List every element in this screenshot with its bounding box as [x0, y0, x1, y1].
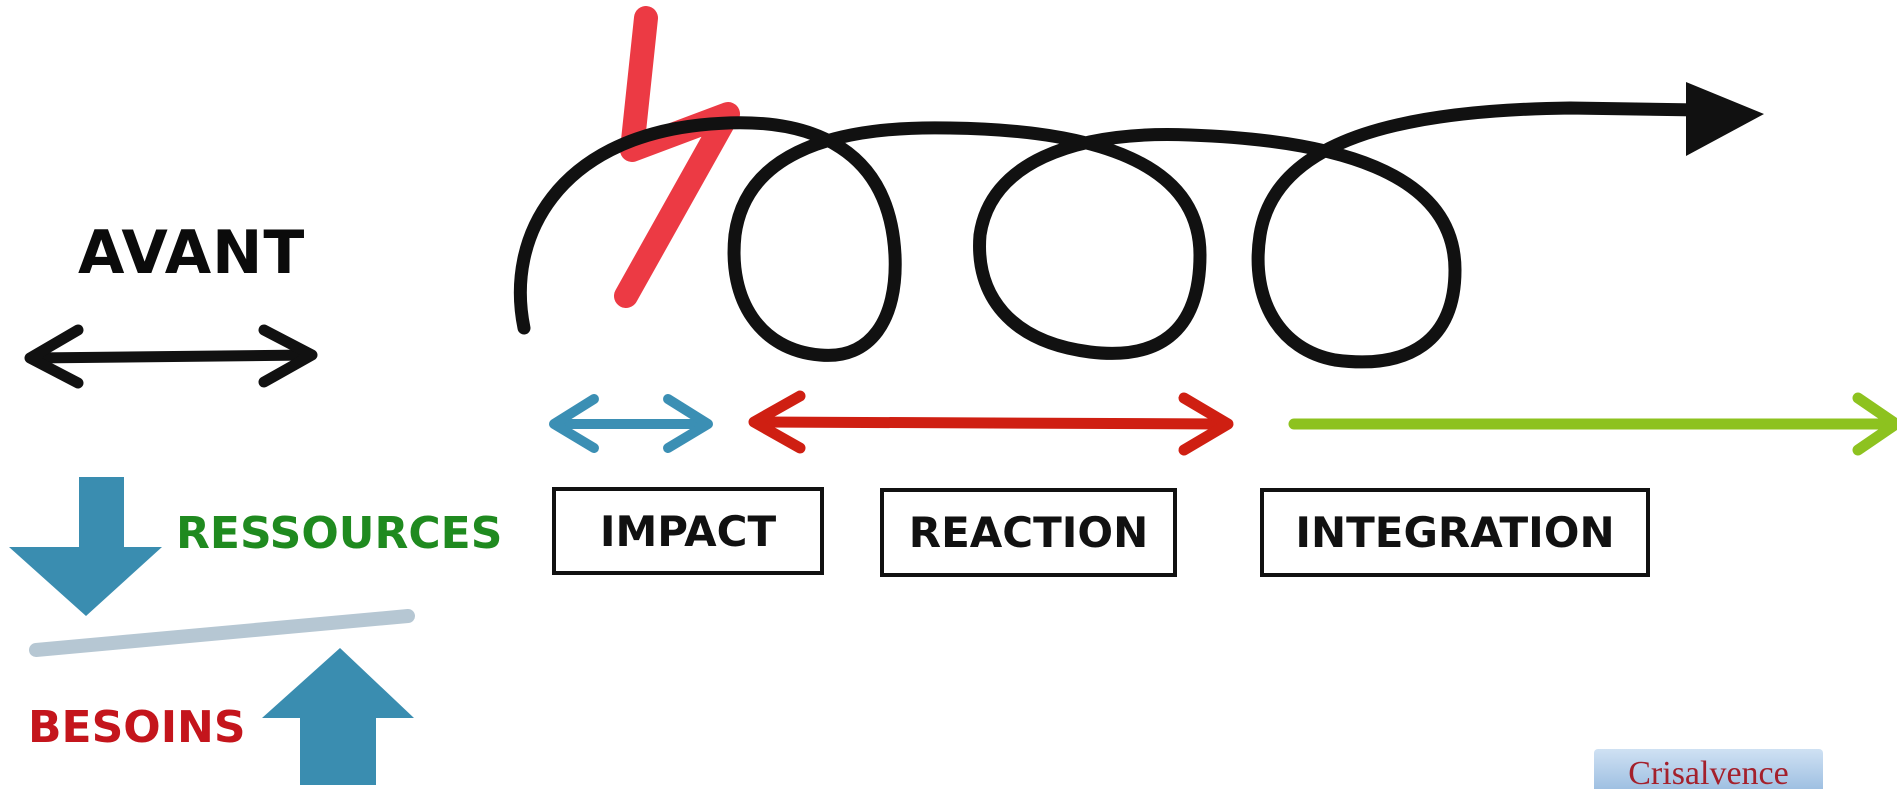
reaction-phase-box: REACTION: [880, 488, 1177, 577]
balance-line: [29, 609, 415, 657]
avant-double-arrow: [24, 324, 318, 389]
disruption-zigzag: [614, 6, 740, 308]
integration-phase-box: INTEGRATION: [1260, 488, 1650, 577]
impact-double-arrow: [549, 394, 713, 453]
logo-text: Crisalvence: [1628, 755, 1789, 789]
impact-phase-box: IMPACT: [552, 487, 824, 575]
needs-up-arrow: [262, 648, 414, 785]
besoins-label: BESOINS: [28, 702, 246, 753]
spiral-path: [513, 101, 1707, 369]
crisalvence-logo: Crisalvence: [1594, 749, 1823, 789]
integration-arrow: [1288, 392, 1897, 456]
ressources-label: RESSOURCES: [176, 508, 503, 559]
reaction-double-arrow: [748, 390, 1234, 456]
reaction-phase-label: REACTION: [908, 508, 1149, 557]
impact-phase-label: IMPACT: [599, 506, 777, 556]
integration-phase-label: INTEGRATION: [1295, 508, 1615, 557]
avant-label: AVANT: [78, 218, 306, 288]
resources-down-arrow: [9, 477, 162, 616]
spiral-arrowhead: [1686, 82, 1764, 156]
